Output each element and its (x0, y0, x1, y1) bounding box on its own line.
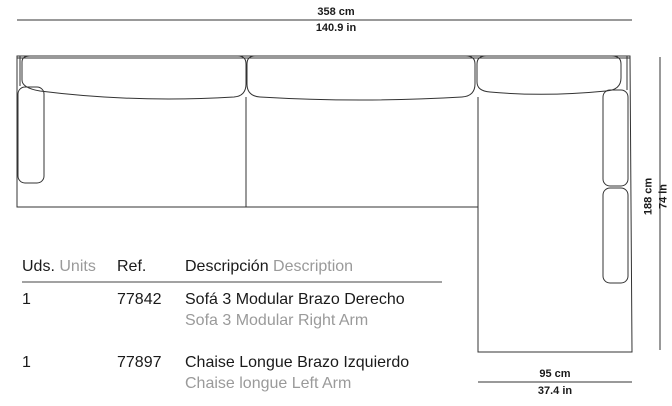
width-in: 140.9 in (315, 22, 357, 34)
row-2-desc-es: Chaise Longue Brazo Izquierdo (185, 354, 410, 371)
back-cushion-middle (246, 55, 476, 101)
header-desc-en: Description (273, 258, 354, 275)
width-dimension-label-in: 140.9 in (296, 22, 376, 35)
header-units-es: Uds. (22, 258, 55, 275)
header-description: Descripción Description (185, 257, 353, 277)
chaise-cm: 95 cm (539, 368, 571, 380)
chaise-in: 37.4 in (537, 385, 573, 397)
row-1-ref: 77842 (117, 291, 162, 308)
header-desc-es: Descripción (185, 258, 269, 275)
row-2-units: 1 (22, 354, 31, 371)
back-cushion-left (21, 55, 247, 100)
depth-cm: 188 cm (642, 177, 655, 216)
header-units-en: Units (59, 258, 96, 275)
row-1-desc-en: Sofa 3 Modular Right Arm (185, 312, 369, 329)
chaise-armrest-top (602, 89, 629, 187)
row-1-units: 1 (22, 291, 31, 308)
left-armrest (17, 86, 45, 184)
row-2-desc-en: Chaise longue Left Arm (185, 375, 352, 392)
row-1-desc-es: Sofá 3 Modular Brazo Derecho (185, 291, 405, 308)
width-dimension-label: 358 cm (296, 6, 376, 19)
sofa-outline (16, 55, 633, 353)
header-ref: Ref. (117, 258, 147, 275)
depth-in: 74 in (657, 183, 670, 210)
table-header: Uds. Units (22, 257, 96, 277)
chaise-armrest-bottom (602, 187, 629, 284)
back-cushion-right (476, 55, 622, 95)
width-cm: 358 cm (317, 6, 355, 18)
row-2-ref: 77897 (117, 354, 162, 371)
